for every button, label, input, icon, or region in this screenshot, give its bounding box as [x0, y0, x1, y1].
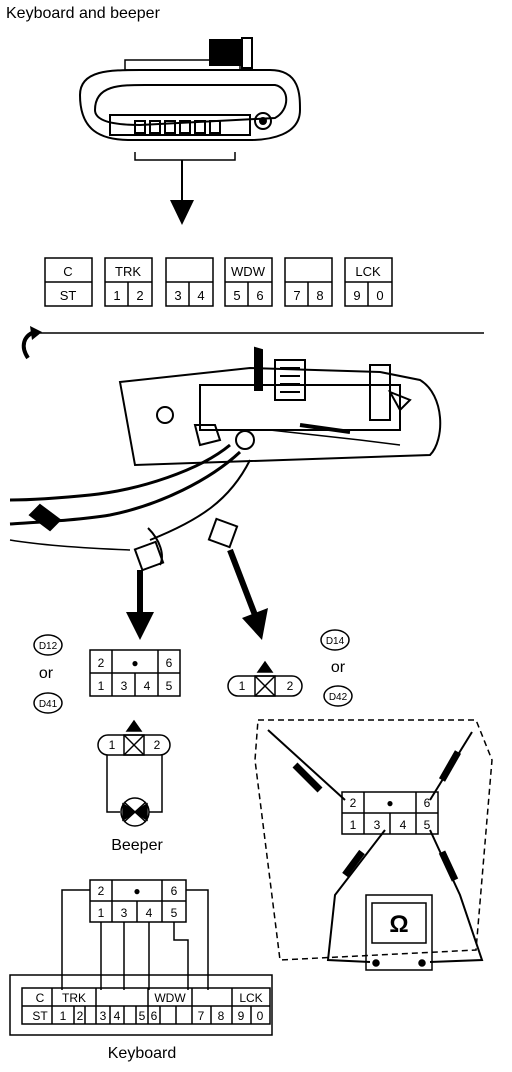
left-pin-6: 6 — [166, 656, 173, 670]
key-label-0: 0 — [376, 288, 383, 303]
key-label-1: 1 — [113, 288, 120, 303]
kb-bottom-1: 1 — [60, 1009, 67, 1023]
keyboard-label: Keyboard — [108, 1045, 177, 1062]
key-label-3: 3 — [174, 288, 181, 303]
rotate-arrow-icon — [21, 326, 42, 360]
ohm-pin-dot: ● — [386, 796, 393, 810]
key-label-5: 5 — [233, 288, 240, 303]
kb-conn-pin-4: 4 — [146, 906, 153, 920]
kb-bottom-6: 6 — [151, 1009, 158, 1023]
code-d14: D14 — [326, 636, 345, 647]
kb-conn-pin-2: 2 — [98, 884, 105, 898]
arrow-down-icon — [170, 200, 194, 225]
key-label-8: 8 — [316, 288, 323, 303]
right-pin-1: 1 — [239, 679, 246, 693]
key-label-c: C — [63, 264, 72, 279]
key-label-7: 7 — [293, 288, 300, 303]
key-label-4: 4 — [197, 288, 204, 303]
right-pin-2: 2 — [287, 679, 294, 693]
ohm-pin-6: 6 — [424, 796, 431, 810]
kb-top-trk: TRK — [62, 991, 86, 1005]
kb-conn-pin-1: 1 — [98, 906, 105, 920]
kb-bottom-9: 9 — [238, 1009, 245, 1023]
ohm-symbol-icon: Ω — [389, 911, 408, 938]
keypad-top — [44, 257, 393, 307]
kb-bottom-2: 2 — [77, 1009, 84, 1023]
kb-conn-pin-6: 6 — [171, 884, 178, 898]
kb-bottom-0: 0 — [257, 1009, 264, 1023]
keyboard-connector — [61, 879, 209, 990]
kb-conn-pin-dot: ● — [133, 884, 140, 898]
or-label-right: or — [331, 659, 346, 676]
left-pin-1: 1 — [98, 679, 105, 693]
kb-bottom-5: 5 — [139, 1009, 146, 1023]
handle-interior-illustration — [9, 346, 442, 572]
keyboard-strip — [9, 974, 273, 1036]
beeper-pin-2: 2 — [154, 738, 161, 752]
ohm-pin-2: 2 — [350, 796, 357, 810]
ohm-pin-4: 4 — [400, 818, 407, 832]
key-label-lck: LCK — [355, 264, 381, 279]
right-2pin-connector — [227, 660, 303, 697]
key-label-9: 9 — [353, 288, 360, 303]
left-6pin-connector — [89, 649, 181, 697]
kb-bottom-st: ST — [32, 1009, 48, 1023]
ohm-pin-3: 3 — [374, 818, 381, 832]
key-label-wdw: WDW — [231, 264, 266, 279]
kb-bottom-8: 8 — [218, 1009, 225, 1023]
left-pin-2: 2 — [98, 656, 105, 670]
left-connector-codes: D12 or D41 — [33, 634, 63, 714]
ohmmeter-test-circuit — [254, 719, 493, 971]
pointer-arrows — [126, 548, 268, 640]
kb-bottom-3: 3 — [100, 1009, 107, 1023]
kb-top-c: C — [36, 991, 45, 1005]
beeper-circuit — [97, 719, 171, 827]
key-label-2: 2 — [136, 288, 143, 303]
kb-bottom-7: 7 — [198, 1009, 205, 1023]
code-d42: D42 — [329, 692, 348, 703]
code-d41: D41 — [39, 699, 58, 710]
right-connector-codes: D14 or D42 — [320, 629, 353, 707]
beeper-label: Beeper — [111, 837, 163, 854]
left-pin-dot: ● — [131, 656, 138, 670]
ohm-pin-5: 5 — [424, 818, 431, 832]
left-pin-5: 5 — [166, 679, 173, 693]
left-pin-4: 4 — [144, 679, 151, 693]
kb-bottom-4: 4 — [114, 1009, 121, 1023]
code-d12: D12 — [39, 641, 58, 652]
left-pin-3: 3 — [121, 679, 128, 693]
key-label-st: ST — [60, 288, 77, 303]
door-handle-illustration — [78, 37, 302, 200]
diagram-title: Keyboard and beeper — [6, 5, 161, 22]
or-label-left: or — [39, 665, 54, 682]
key-label-6: 6 — [256, 288, 263, 303]
beeper-pin-1: 1 — [109, 738, 116, 752]
ohm-pin-1: 1 — [350, 818, 357, 832]
key-label-trk: TRK — [115, 264, 141, 279]
kb-top-lck: LCK — [239, 991, 262, 1005]
kb-conn-pin-5: 5 — [171, 906, 178, 920]
kb-conn-pin-3: 3 — [121, 906, 128, 920]
kb-top-wdw: WDW — [154, 991, 186, 1005]
